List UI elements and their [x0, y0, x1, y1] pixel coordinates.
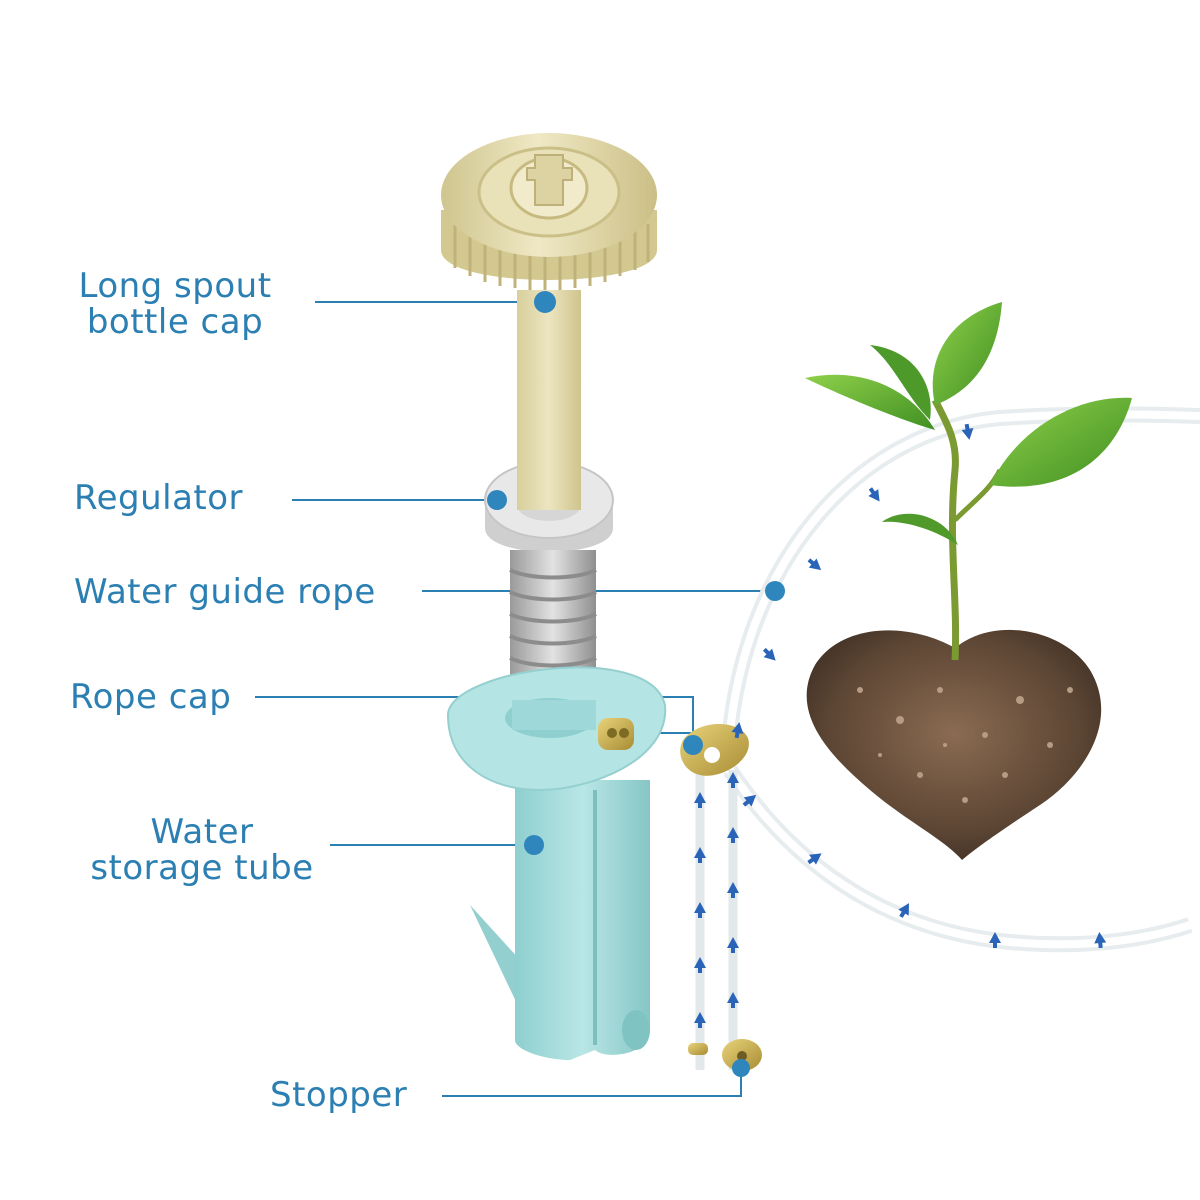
label-rope-cap: Rope cap — [70, 679, 231, 715]
label-water-guide-rope: Water guide rope — [74, 574, 376, 610]
soil-mound — [807, 630, 1102, 860]
bottle-cap — [441, 133, 657, 510]
tube-fin — [470, 905, 520, 1010]
center-leaf — [933, 302, 1002, 405]
rope-cap-small-piece — [598, 718, 634, 750]
label-water-storage-tube: Water storage tube — [86, 814, 318, 886]
vertical-guide-tube — [700, 770, 733, 1070]
stopper-leader-line — [442, 1068, 741, 1096]
callout-dot-icon — [524, 835, 544, 855]
flow-arrow-icon — [805, 555, 825, 574]
plant-illustration — [805, 302, 1132, 860]
label-long-spout-bottle-cap: Long spout bottle cap — [72, 268, 278, 340]
callout-dot-icon — [765, 581, 785, 601]
label-stopper: Stopper — [270, 1077, 407, 1113]
lower-leaf — [882, 514, 958, 545]
flow-arrow-icon — [865, 485, 884, 505]
callout-dot-icon — [487, 490, 507, 510]
label-line: bottle cap — [72, 304, 278, 340]
callout-dot-icon — [683, 735, 703, 755]
callout-dot-icon — [534, 291, 556, 313]
callout-dot-icon — [732, 1059, 750, 1077]
label-regulator: Regulator — [74, 480, 243, 516]
flow-arrow-icon — [760, 645, 780, 665]
label-line: storage tube — [86, 850, 318, 886]
label-line: Water — [86, 814, 318, 850]
label-line: Long spout — [72, 268, 278, 304]
